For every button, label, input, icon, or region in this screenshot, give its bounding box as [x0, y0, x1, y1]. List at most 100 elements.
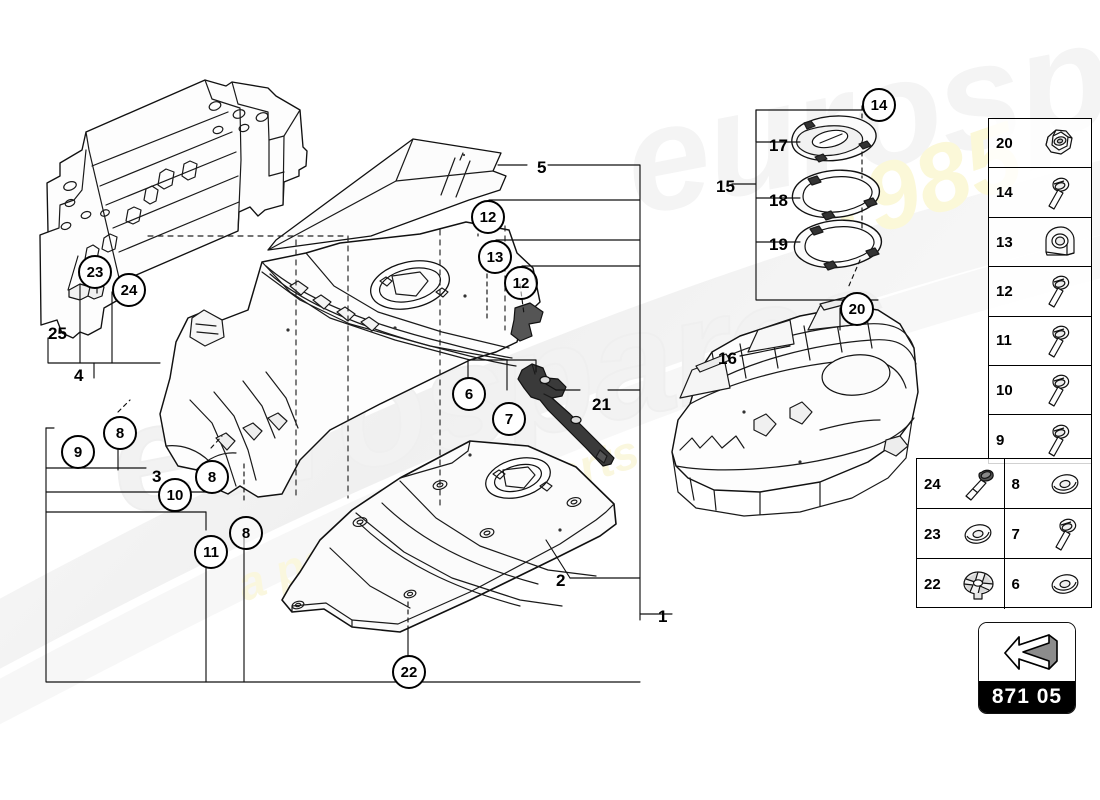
callout-label: 8	[241, 524, 251, 542]
legend-cell-7[interactable]: 7	[1005, 509, 1092, 559]
callout-5-c-5[interactable]: 5	[537, 159, 546, 176]
callout-8-c-8a[interactable]: 8	[103, 416, 137, 450]
callout-12-c-12a[interactable]: 12	[471, 200, 505, 234]
callout-8-c-8b[interactable]: 8	[195, 460, 229, 494]
legend-number: 11	[996, 332, 1012, 350]
callout-10-c-10[interactable]: 10	[158, 478, 192, 512]
callout-18-c-18[interactable]: 18	[769, 192, 788, 209]
legend-fasteners-column: 20 14 13 12 11 10 9	[988, 118, 1092, 464]
callout-label: 23	[86, 263, 104, 281]
part-rear-crossmember	[39, 79, 308, 339]
part-lower-cover-panel	[281, 440, 617, 633]
callout-21-c-21[interactable]: 21	[592, 396, 611, 413]
callout-label: 1	[658, 607, 668, 626]
callout-label: 15	[716, 177, 735, 196]
watermark-brand: eurospares	[94, 230, 902, 547]
long-screw-icon	[950, 459, 1004, 509]
part-brace-strut	[517, 363, 615, 467]
legend-row-13[interactable]: 13	[989, 218, 1091, 268]
callout-1-c-1[interactable]: 1	[658, 608, 667, 625]
callout-label: 17	[769, 136, 788, 155]
callout-label: 4	[74, 366, 84, 385]
callout-9-c-9[interactable]: 9	[61, 435, 95, 469]
callout-label: 21	[592, 395, 611, 414]
callout-label: 3	[152, 467, 162, 486]
callout-label: 16	[718, 349, 737, 368]
legend-grid-row: 23 7	[917, 509, 1091, 559]
callout-22-c-22[interactable]: 22	[392, 655, 426, 689]
callout-label: 22	[400, 663, 418, 681]
callout-19-c-19[interactable]: 19	[769, 236, 788, 253]
callout-16-c-16[interactable]: 16	[718, 350, 737, 367]
callout-17-c-17[interactable]: 17	[769, 137, 788, 154]
retaining-clip-icon	[1022, 218, 1091, 266]
legend-number: 13	[996, 233, 1013, 251]
legend-cell-23[interactable]: 23	[917, 509, 1005, 559]
part-headliner-upper	[267, 138, 507, 251]
callout-4-c-4[interactable]: 4	[74, 367, 83, 384]
callout-label: 9	[73, 443, 83, 461]
callout-label: 12	[512, 274, 530, 292]
legend-number: 23	[924, 525, 941, 543]
callout-label: 7	[504, 410, 514, 428]
legend-cell-6[interactable]: 6	[1005, 559, 1092, 609]
hex-nut-icon	[1022, 119, 1091, 167]
washer-icon	[1038, 559, 1092, 609]
washer-icon	[1038, 459, 1092, 509]
legend-cell-22[interactable]: 22	[917, 559, 1005, 609]
callout-13-c-13[interactable]: 13	[478, 240, 512, 274]
callout-23-c-23[interactable]: 23	[78, 255, 112, 289]
callout-6-c-6[interactable]: 6	[452, 377, 486, 411]
watermark-tagline: a passion for parts	[230, 424, 646, 612]
callout-label: 8	[115, 424, 125, 442]
legend-number: 10	[996, 381, 1013, 399]
callout-12-c-12b[interactable]: 12	[504, 266, 538, 300]
legend-number: 7	[1011, 525, 1020, 543]
callout-label: 18	[769, 191, 788, 210]
callout-14-c-14[interactable]: 14	[862, 88, 896, 122]
legend-grid-row: 24 8	[917, 459, 1091, 509]
legend-row-20[interactable]: 20	[989, 119, 1091, 169]
legend-cell-24[interactable]: 24	[917, 459, 1005, 509]
callout-2-c-2[interactable]: 2	[556, 572, 565, 589]
callout-label: 14	[870, 96, 888, 114]
legend-number: 12	[996, 282, 1013, 300]
legend-number: 20	[996, 134, 1013, 152]
callout-15-c-15[interactable]: 15	[716, 178, 735, 195]
legend-cell-8[interactable]: 8	[1005, 459, 1092, 509]
flange-bolt-icon	[1038, 509, 1092, 559]
callout-20-c-20[interactable]: 20	[840, 292, 874, 326]
callout-3-c-3[interactable]: 3	[152, 468, 161, 485]
legend-row-11[interactable]: 11	[989, 317, 1091, 367]
legend-number: 9	[996, 431, 1005, 449]
callout-label: 10	[166, 486, 184, 504]
callout-8-c-8c[interactable]: 8	[229, 516, 263, 550]
callout-24-c-24[interactable]: 24	[112, 273, 146, 307]
legend-number: 24	[924, 475, 941, 493]
callout-label: 2	[556, 571, 566, 590]
legend-row-10[interactable]: 10	[989, 366, 1091, 416]
flange-bolt-icon	[1022, 415, 1091, 464]
callout-11-c-11[interactable]: 11	[194, 535, 228, 569]
legend-fasteners-grid: 24 8 23 7 22 6	[916, 458, 1092, 609]
callout-label: 20	[848, 300, 866, 318]
legend-grid-row: 22 6	[917, 559, 1091, 609]
washer-icon	[950, 509, 1004, 559]
legend-row-14[interactable]: 14	[989, 168, 1091, 218]
arrow-3d-icon	[979, 623, 1075, 681]
legend-row-12[interactable]: 12	[989, 267, 1091, 317]
callout-label: 5	[537, 158, 547, 177]
callout-label: 24	[120, 281, 138, 299]
part-lamp-cover-assembly	[791, 115, 883, 271]
legend-row-9[interactable]: 9	[989, 415, 1091, 464]
flange-bolt-icon	[1022, 317, 1091, 365]
callout-25-c-25[interactable]: 25	[48, 325, 67, 342]
part-body-shell	[671, 293, 919, 517]
legend-number: 8	[1011, 475, 1020, 493]
diagram-code-badge[interactable]: 871 05	[978, 622, 1076, 714]
callout-7-c-7[interactable]: 7	[492, 402, 526, 436]
callout-label: 25	[48, 324, 67, 343]
legend-number: 22	[924, 575, 941, 593]
